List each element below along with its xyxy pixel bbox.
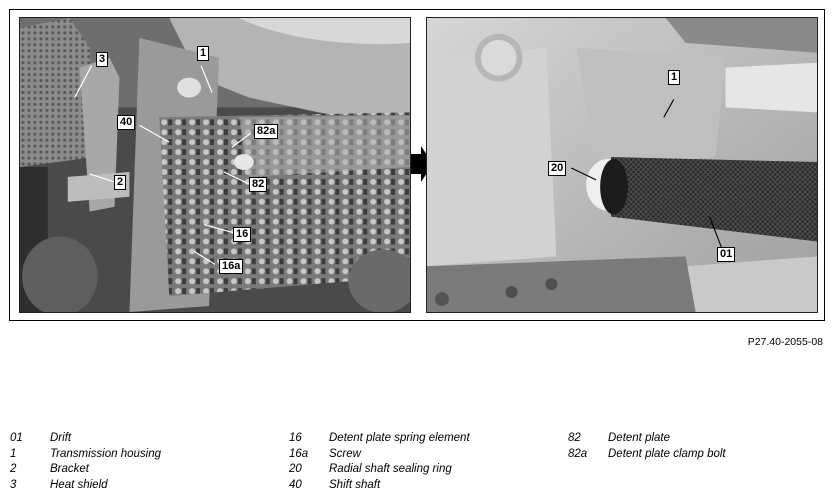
legend-item: 1 Transmission housing — [10, 447, 161, 463]
legend-item: 16a Screw — [289, 447, 470, 463]
legend-column-3: 82 Detent plate 82a Detent plate clamp bol… — [568, 431, 726, 462]
legend-label: Radial shaft sealing ring — [329, 463, 452, 475]
legend-column-1: 01 Drift 1 Transmission housing 2 Bracket 3… — [10, 431, 161, 493]
callout-3: 3 — [96, 52, 109, 67]
legend-label: Screw — [329, 447, 361, 460]
right-arrow-icon — [411, 146, 433, 182]
photo-left-illustration — [20, 18, 410, 312]
photo-right-drift-installation — [426, 17, 818, 313]
callout-2: 2 — [114, 175, 127, 190]
callout-82a: 82a — [254, 124, 279, 139]
legend-code: 82 — [568, 432, 581, 444]
callout-16a: 16a — [219, 259, 244, 274]
legend-item: 20 Radial shaft sealing ring — [289, 462, 470, 478]
legend-code: 82a — [568, 447, 588, 460]
legend-item: 2 Bracket — [10, 462, 161, 478]
legend-item: 82a Detent plate clamp bolt — [568, 447, 726, 463]
legend-code: 40 — [289, 478, 302, 491]
legend-label: Shift shaft — [329, 478, 381, 491]
callout-01: 01 — [717, 247, 736, 262]
legend-label: Heat shield — [50, 478, 108, 491]
legend-item: 82 Detent plate — [568, 431, 726, 447]
legend-code: 1 — [10, 447, 17, 460]
legend-item: 01 Drift — [10, 431, 161, 447]
legend-item: 16 Detent plate spring element — [289, 431, 470, 447]
photo-right-illustration — [427, 18, 817, 312]
callout-82: 82 — [249, 177, 268, 192]
legend-item: 3 Heat shield — [10, 478, 161, 494]
legend-label: Transmission housing — [50, 447, 162, 460]
legend-code: 01 — [10, 432, 23, 444]
legend-label: Detent plate — [608, 432, 671, 444]
legend-label: Bracket — [50, 463, 89, 475]
callout-40: 40 — [117, 115, 136, 130]
callout-16: 16 — [233, 227, 252, 242]
callout-20: 20 — [548, 161, 567, 176]
legend-code: 2 — [10, 463, 17, 475]
legend-column-2: 16 Detent plate spring element 16a Screw 2… — [289, 431, 470, 493]
figure-reference: P27.40-2055-08 — [747, 336, 823, 348]
legend-label: Detent plate spring element — [329, 432, 470, 444]
callout-1-right: 1 — [668, 70, 681, 85]
photo-left-transmission-underside — [19, 17, 411, 313]
legend-label: Detent plate clamp bolt — [608, 447, 726, 460]
legend-code: 3 — [10, 478, 17, 491]
callout-1-left: 1 — [197, 46, 210, 61]
legend-item: 40 Shift shaft — [289, 478, 470, 494]
legend-code: 16a — [289, 447, 309, 460]
legend-code: 20 — [289, 463, 302, 475]
legend-code: 16 — [289, 432, 302, 444]
legend-label: Drift — [50, 432, 72, 444]
